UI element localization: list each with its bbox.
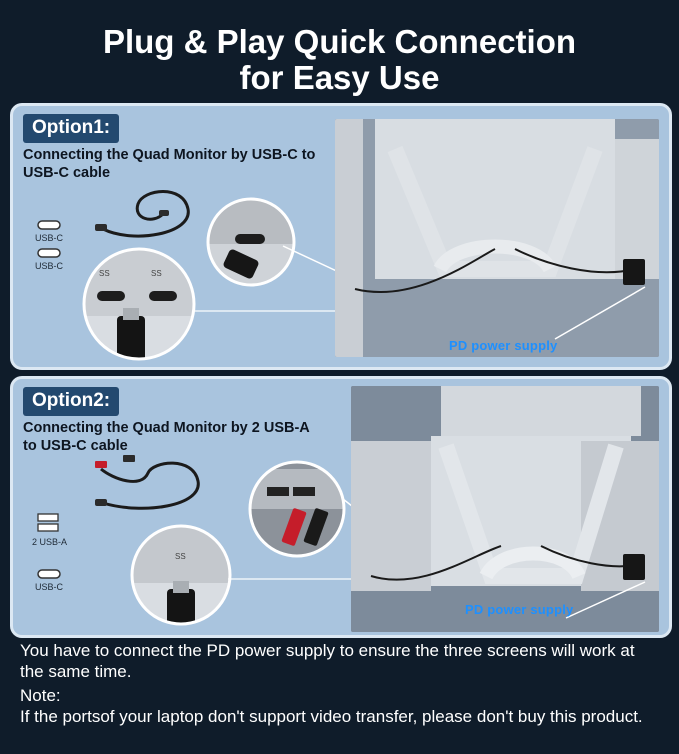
option2-pd-label: PD power supply: [465, 602, 574, 617]
svg-text:SS: SS: [99, 269, 110, 278]
port-label-usb-c: USB-C: [35, 582, 64, 592]
option1-panel: Option1: Connecting the Quad Monitor by …: [10, 103, 672, 370]
option2-description: Connecting the Quad Monitor by 2 USB-A t…: [23, 420, 310, 454]
port-closeup-circle: SS SS: [82, 247, 196, 361]
usb-c-cable-icon: [95, 190, 190, 238]
title-line-1: Plug & Play Quick Connection: [102, 23, 577, 60]
svg-text:SS: SS: [151, 269, 162, 278]
svg-text:SS: SS: [175, 552, 186, 561]
option2-panel: Option2: Connecting the Quad Monitor by …: [10, 376, 672, 638]
usb-a-cable-icon: [95, 455, 200, 510]
port-label-usb-c-1: USB-C: [35, 233, 64, 243]
option1-monitor-photo: [335, 119, 659, 357]
page-title: Plug & Play Quick Connection for Easy Us…: [0, 24, 679, 96]
port-closeup-circle: SS: [130, 524, 232, 626]
usb-c-port-icon: [37, 569, 61, 579]
port-label-usb-c-2: USB-C: [35, 261, 64, 271]
option1-pd-label: PD power supply: [449, 338, 558, 353]
option1-badge: Option1:: [23, 114, 120, 143]
title-line-2: for Easy Use: [239, 59, 440, 96]
port-label-usb-a: 2 USB-A: [32, 537, 68, 547]
power-notice: You have to connect the PD power supply …: [20, 641, 635, 681]
usb-c-port-icon: [37, 220, 61, 230]
usb-a-closeup-circle: [248, 460, 346, 558]
option1-description: Connecting the Quad Monitor by USB-C to …: [23, 147, 316, 181]
note-text: If the portsof your laptop don't support…: [20, 707, 643, 726]
usb-c-port-icon: [37, 248, 61, 258]
note-heading: Note:: [20, 686, 61, 705]
usb-a-port-icon: [37, 513, 59, 532]
cable-closeup-circle: [206, 197, 296, 287]
option2-monitor-photo: [351, 386, 659, 632]
option2-badge: Option2:: [23, 387, 120, 416]
